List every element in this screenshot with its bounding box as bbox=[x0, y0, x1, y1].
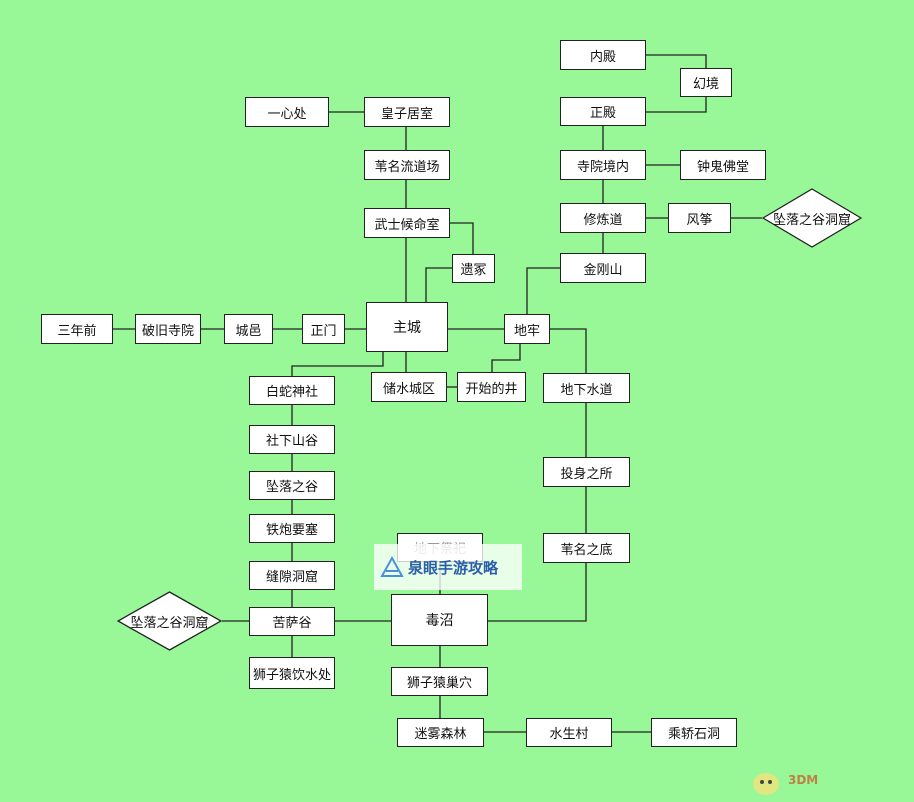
node-wushihoumingshi: 武士候命室 bbox=[364, 208, 450, 238]
node-pojiusiyuan: 破旧寺院 bbox=[135, 314, 201, 344]
watermark-logo-icon bbox=[380, 555, 404, 577]
node-chengyi: 城邑 bbox=[224, 314, 273, 344]
node-shuishengcun: 水生村 bbox=[526, 718, 612, 747]
edge-yizhong-zhucheng bbox=[425, 267, 452, 302]
node-jingangshan: 金刚山 bbox=[560, 253, 646, 283]
node-zhucheng: 主城 bbox=[366, 302, 448, 352]
corner-logo-text: 3DM bbox=[788, 773, 819, 787]
node-weimingliudaochang: 苇名流道场 bbox=[364, 150, 450, 180]
diamond-shape bbox=[117, 591, 222, 651]
node-kusagu: 苦萨谷 bbox=[249, 607, 335, 636]
node-baisheshenshe: 白蛇神社 bbox=[249, 376, 335, 405]
node-weimingzhidi: 苇名之底 bbox=[543, 533, 630, 563]
node-xiuliandao: 修炼道 bbox=[560, 203, 646, 233]
node-miwusenlin: 迷雾森林 bbox=[397, 718, 484, 747]
node-dilao: 地牢 bbox=[504, 314, 550, 344]
node-tiepaoyaosai: 铁炮要塞 bbox=[249, 514, 335, 543]
edge-dilao-kaishi bbox=[491, 344, 521, 372]
node-shiziyuanyinshuichu: 狮子猿饮水处 bbox=[249, 657, 335, 689]
node-zhuiluozhigu: 坠落之谷 bbox=[249, 471, 335, 500]
node-neidian: 内殿 bbox=[560, 40, 646, 70]
node-fengxidongku: 缝隙洞窟 bbox=[249, 561, 335, 590]
node-zhuiluo-dongku-left: 坠落之谷洞窟 bbox=[117, 591, 222, 651]
diamond-label: 坠落之谷洞窟 bbox=[130, 615, 209, 631]
node-kaishidejing: 开始的井 bbox=[457, 372, 526, 402]
node-toushenzhisuo: 投身之所 bbox=[543, 457, 630, 487]
node-zhengmen: 正门 bbox=[302, 314, 345, 344]
node-fengzheng: 风筝 bbox=[668, 203, 731, 233]
node-yixinchu: 一心处 bbox=[245, 97, 329, 127]
watermark-banner: 泉眼手游攻略 bbox=[374, 544, 522, 590]
node-zhengdian: 正殿 bbox=[560, 97, 646, 126]
corner-logo: 3DM bbox=[748, 764, 910, 798]
node-dixiashuidao: 地下水道 bbox=[543, 373, 630, 403]
edge-jingangshan-dilao bbox=[526, 267, 560, 314]
edge-dilao-dixiashuidao bbox=[550, 328, 587, 373]
node-huanjing: 幻境 bbox=[680, 68, 732, 97]
edge-wushihouming-yizhong bbox=[449, 222, 474, 254]
node-zhongguifotang: 钟鬼佛堂 bbox=[680, 150, 766, 180]
mascot-icon bbox=[753, 773, 779, 795]
edge-zhucheng-baishe bbox=[291, 352, 384, 376]
node-duzhao: 毒沼 bbox=[391, 594, 488, 646]
node-siyuanjingnei: 寺院境内 bbox=[560, 150, 646, 180]
diamond-shape bbox=[762, 188, 862, 248]
edge-huanjing-zhengdian bbox=[646, 97, 707, 113]
edge-neidian-huanjing bbox=[646, 54, 707, 68]
node-sannianqian: 三年前 bbox=[41, 314, 113, 344]
node-shiziyuanchaoxue: 狮子猿巢穴 bbox=[391, 667, 488, 696]
node-yizhong: 遗冢 bbox=[452, 254, 495, 283]
node-chushuichengqu: 储水城区 bbox=[371, 372, 447, 402]
node-shexiashangu: 社下山谷 bbox=[249, 425, 335, 454]
watermark-text: 泉眼手游攻略 bbox=[408, 558, 499, 577]
edge-weimingzhidi-duzhao bbox=[488, 563, 587, 622]
node-chengjiaoshidong: 乘轿石洞 bbox=[651, 718, 737, 747]
node-zhuiluo-dongku-right: 坠落之谷洞窟 bbox=[762, 188, 862, 248]
node-huangzijushi: 皇子居室 bbox=[364, 97, 450, 127]
diamond-label: 坠落之谷洞窟 bbox=[772, 212, 851, 228]
